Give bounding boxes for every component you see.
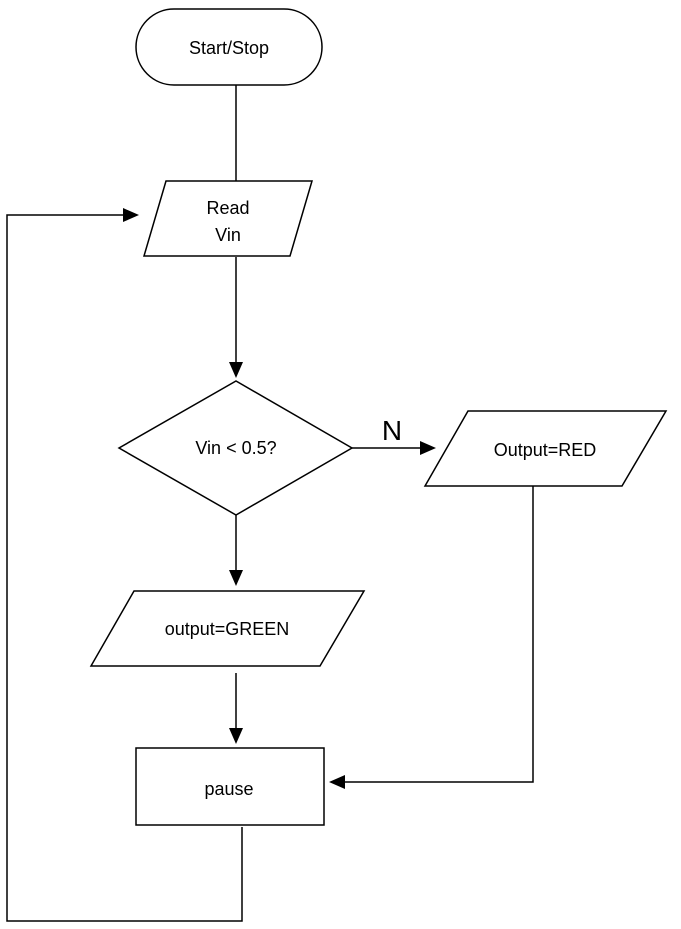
decision-node: Vin < 0.5?	[117, 380, 354, 516]
output-red-parallelogram	[423, 410, 668, 487]
pause-process-box	[135, 747, 325, 826]
read-vin-node: Read Vin	[142, 180, 314, 257]
start-stop-label: Start/Stop	[189, 38, 269, 58]
edge-pause-loop-to-read	[6, 214, 243, 922]
pause-label: pause	[204, 779, 253, 799]
decision-label: Vin < 0.5?	[195, 438, 276, 458]
arrowhead-read-to-decision	[229, 362, 243, 378]
output-red-node: Output=RED	[423, 410, 668, 487]
output-green-node: output=GREEN	[89, 590, 366, 667]
arrowhead-decision-no-to-red	[420, 441, 436, 455]
arrowhead-pause-loop-to-read	[123, 208, 139, 222]
start-stop-node: Start/Stop	[135, 8, 323, 86]
decision-no-label: N	[382, 415, 402, 446]
read-vin-label-line2: Vin	[215, 225, 241, 245]
output-green-label: output=GREEN	[165, 619, 290, 639]
arrowhead-decision-to-green	[229, 570, 243, 586]
start-stop-terminal	[135, 8, 323, 86]
output-red-label: Output=RED	[494, 440, 597, 460]
edge-red-to-pause	[345, 486, 534, 783]
read-vin-parallelogram	[142, 180, 314, 257]
arrowhead-red-to-pause	[329, 775, 345, 789]
connectors	[6, 85, 534, 922]
arrowhead-green-to-pause	[229, 728, 243, 744]
pause-node: pause	[135, 747, 325, 826]
decision-diamond	[117, 380, 354, 516]
output-green-parallelogram	[89, 590, 366, 667]
read-vin-label-line1: Read	[206, 198, 249, 218]
